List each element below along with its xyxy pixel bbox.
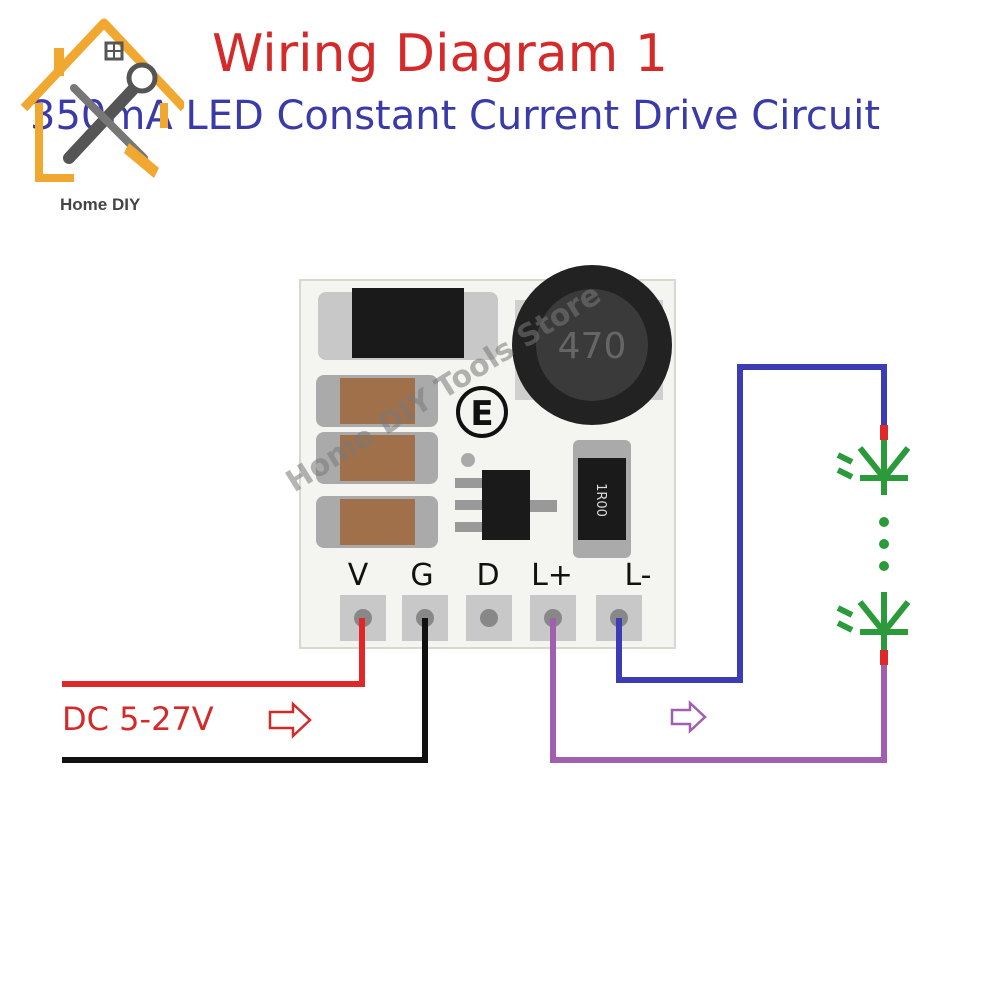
pin-label-lminus: L- (624, 558, 651, 593)
logo-text: Home DIY (60, 195, 141, 214)
board-marking: E (470, 394, 493, 434)
arrow-right-icon (670, 700, 707, 734)
wire-positive (62, 618, 365, 687)
inductor-code: 470 (558, 326, 627, 367)
ic-chip (455, 453, 557, 540)
wire-led-minus (616, 364, 887, 683)
supply-voltage-label: DC 5-27V (62, 700, 214, 738)
pin-pads (340, 595, 642, 641)
led-dots (879, 517, 889, 571)
inductor: 470 (512, 265, 672, 425)
arrow-right-icon (268, 701, 312, 739)
capacitor-3 (316, 496, 438, 548)
resistor-code: 1R00 (593, 483, 608, 517)
capacitor-2 (316, 432, 438, 484)
house-wrench-icon (20, 18, 184, 182)
page-title: Wiring Diagram 1 (212, 24, 668, 84)
led-1 (836, 440, 911, 495)
resistor: 1R00 (573, 440, 631, 558)
page-subtitle: 350mA LED Constant Current Drive Circuit (30, 93, 881, 139)
capacitor-1 (316, 375, 438, 427)
wire-led-plus (550, 618, 887, 763)
pin-label-lplus: L+ (531, 558, 573, 593)
pin-label-v: V (348, 558, 369, 593)
pin-label-g: G (410, 558, 433, 593)
wire-ground (62, 618, 428, 763)
pin-label-d: D (476, 558, 499, 593)
led-2 (836, 592, 911, 650)
